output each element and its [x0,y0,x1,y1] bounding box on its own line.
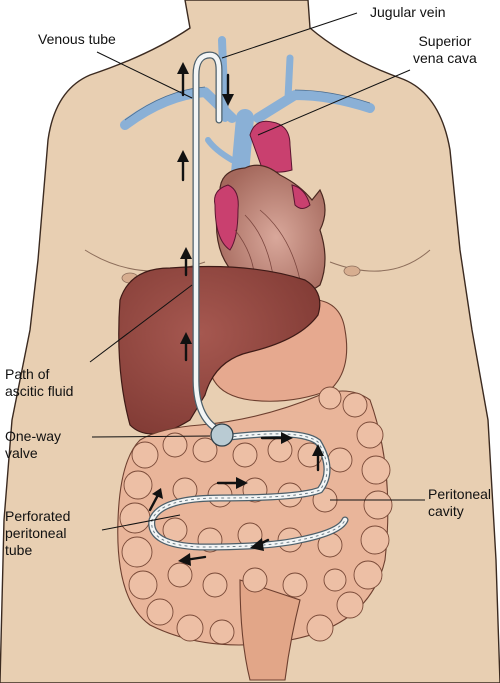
label-one-way-valve: One-way valve [5,428,62,461]
leader-lines [89,12,425,531]
flow-arrows [148,62,324,566]
venous-tube [192,51,226,436]
intestine-coils [119,386,393,645]
label-perforated-peritoneal-tube: Perforated peritoneal tube [5,508,71,558]
heart [214,120,326,297]
perforated-peritoneal-tube [148,430,349,551]
label-path-of-ascitic-fluid: Path of ascitic fluid [5,366,74,399]
label-superior-vena-cava: Superior vena cava [413,33,477,66]
one-way-valve [210,423,234,447]
label-peritoneal-cavity: Peritoneal cavity [428,486,492,519]
label-venous-tube: Venous tube [38,31,116,47]
right-nipple [343,265,361,277]
chest-contour-right [329,249,431,272]
label-jugular-vein: Jugular vein [370,4,446,20]
